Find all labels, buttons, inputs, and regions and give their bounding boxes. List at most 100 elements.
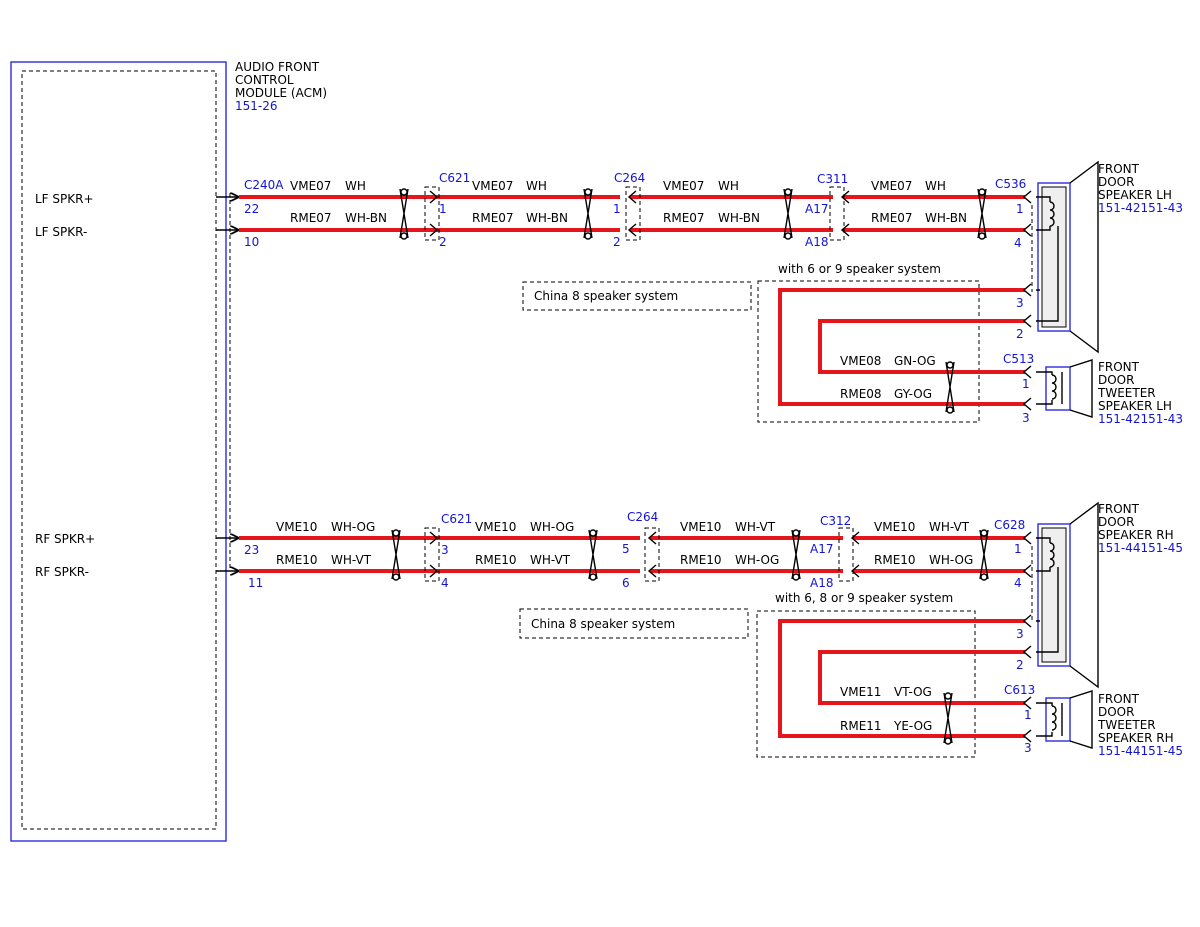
pin-c264-1: 1 [613,202,621,216]
tweeter-lh-line-2: DOOR [1098,373,1134,387]
pin-c621-4: 4 [441,576,449,590]
circuit-vme10-1: VME10 [276,520,317,534]
color-whog-1: WH-OG [331,520,375,534]
china-label-bottom: China 8 speaker system [531,617,675,631]
pin-label-lf-minus: LF SPKR- [35,225,87,239]
pin-c613-1: 1 [1024,708,1032,722]
tweeter-rh-line-3: TWEETER [1097,718,1156,732]
color-wh-3: WH [718,179,739,193]
circuit-vme07-1: VME07 [290,179,331,193]
circuit-rme07-2: RME07 [472,211,514,225]
connector-c312: C312 [820,514,851,528]
speaker-rh-line-2: DOOR [1098,515,1134,529]
connector-c311: C311 [817,172,848,186]
circuit-vme11: VME11 [840,685,881,699]
pin-c621-2: 2 [439,235,447,249]
color-yeog: YE-OG [893,719,932,733]
circuit-rme10-1: RME10 [276,553,318,567]
pin-c264-5: 5 [622,542,630,556]
connector-c264-bottom: C264 [627,510,658,524]
pin-c613-3: 3 [1024,741,1032,755]
tweeter-rh-line-2: DOOR [1098,705,1134,719]
circuit-rme08: RME08 [840,387,882,401]
c312-shell [838,527,854,582]
option-box-top [757,280,980,423]
module-ref: 151-26 [235,99,278,113]
color-whbn-1: WH-BN [345,211,387,225]
pin-c536-3: 3 [1016,296,1024,310]
connector-c240a-top: C240A [244,178,284,192]
top-tweeter-wires [778,283,1032,414]
pin-c621-1: 1 [439,202,447,216]
speaker-lh-line-3: SPEAKER LH [1098,188,1172,202]
pin-c628-2: 2 [1016,658,1024,672]
china-label-top: China 8 speaker system [534,289,678,303]
color-whog-3: WH-OG [735,553,779,567]
speaker-lh-line-2: DOOR [1098,175,1134,189]
circuit-vme07-4: VME07 [871,179,912,193]
pin-c311-a18: A18 [805,235,828,249]
color-gyog: GY-OG [894,387,932,401]
color-wh-1: WH [345,179,366,193]
circuit-vme08: VME08 [840,354,881,368]
pin-c628-4: 4 [1014,576,1022,590]
circuit-rme10-4: RME10 [874,553,916,567]
pin-c311-a17: A17 [805,202,828,216]
tweeter-rh-ref: 151-44151-45 [1098,744,1183,758]
pin-c536-4: 4 [1014,236,1022,250]
tweeter-rh-symbol [1036,690,1093,749]
pin-label-rf-plus: RF SPKR+ [35,532,95,546]
circuit-rme07-4: RME07 [871,211,913,225]
tweeter-rh-line-1: FRONT [1098,692,1140,706]
circuit-vme10-2: VME10 [475,520,516,534]
color-whvt-1: WH-VT [331,553,372,567]
tweeter-lh-line-3: TWEETER [1097,386,1156,400]
color-whvt-3: WH-VT [735,520,776,534]
circuit-vme10-4: VME10 [874,520,915,534]
twist-symbols-bottom [391,529,989,581]
c311-shell [829,186,845,241]
speaker-lh-symbol [1036,160,1099,354]
tweeter-lh-symbol [1036,359,1093,418]
bottom-tweeter-wires [778,614,1032,745]
pin-c628-3: 3 [1016,627,1024,641]
pin-c240a-23: 23 [244,543,259,557]
pin-c240a-22: 22 [244,202,259,216]
pin-c536-2: 2 [1016,327,1024,341]
pin-c312-a18: A18 [810,576,833,590]
top-wires [239,195,1025,232]
tweeter-rh-line-4: SPEAKER RH [1098,731,1174,745]
c621-bot-shell [424,527,440,582]
pin-c240a-11: 11 [248,576,263,590]
pin-c240a-10: 10 [244,235,259,249]
connector-c613: C613 [1004,683,1035,697]
top-connector-arrows [429,190,1032,237]
speaker-lh-line-1: FRONT [1098,162,1140,176]
twist-symbols-top [399,188,987,240]
c621-top-shell [424,186,440,241]
color-vtog: VT-OG [894,685,932,699]
connector-c621-bottom: C621 [441,512,472,526]
china-box-top [522,281,752,311]
c264-bot-shell [644,527,660,582]
connector-c621-top: C621 [439,171,470,185]
tweeter-lh-line-4: SPEAKER LH [1098,399,1172,413]
connector-c264-top: C264 [614,171,645,185]
color-whog-2: WH-OG [530,520,574,534]
color-whvt-4: WH-VT [929,520,970,534]
color-whbn-2: WH-BN [526,211,568,225]
bottom-wires [239,536,1025,573]
color-wh-2: WH [526,179,547,193]
pin-c628-1: 1 [1014,542,1022,556]
pin-c513-1: 1 [1022,377,1030,391]
color-whog-4: WH-OG [929,553,973,567]
connector-c628: C628 [994,518,1025,532]
color-whbn-3: WH-BN [718,211,760,225]
pin-c264-2: 2 [613,235,621,249]
pin-label-rf-minus: RF SPKR- [35,565,89,579]
china-box-bottom [519,608,749,639]
circuit-vme07-3: VME07 [663,179,704,193]
pin-c513-3: 3 [1022,411,1030,425]
connector-c536: C536 [995,177,1026,191]
